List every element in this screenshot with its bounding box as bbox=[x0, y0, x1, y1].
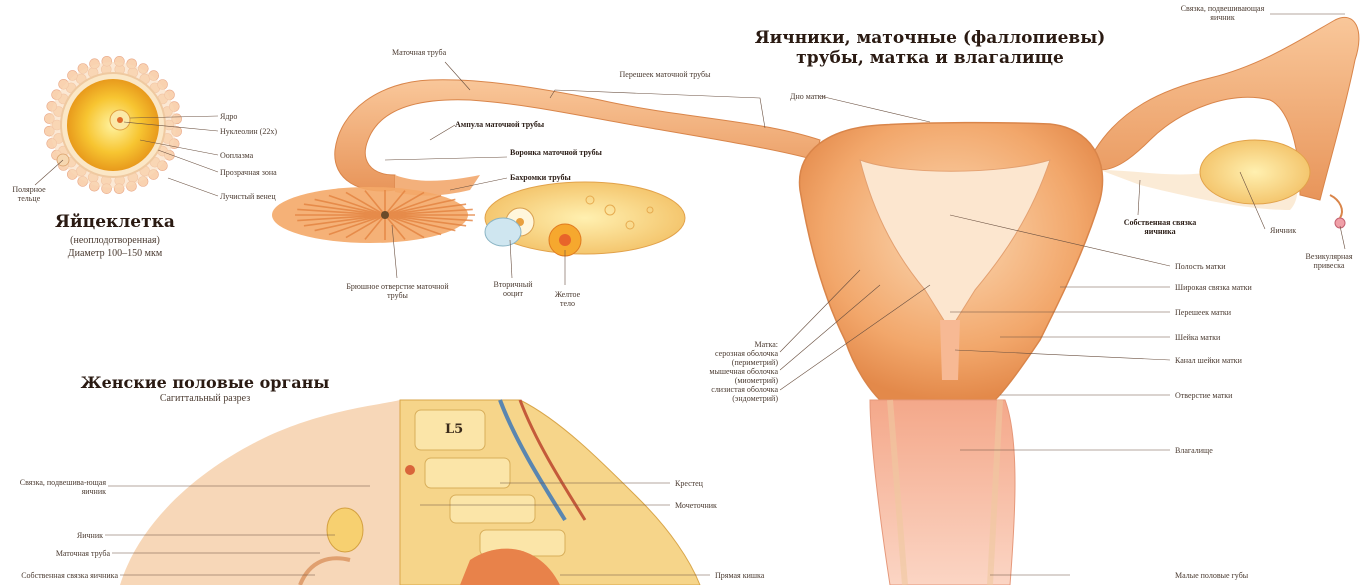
label-uterus-heading: Матка: bbox=[660, 340, 778, 349]
egg-subtitle: (неоплодотворенная) bbox=[30, 235, 200, 246]
label-secondary-oocyte: Вторичный ооцит bbox=[488, 280, 538, 298]
label-nucleus: Ядро bbox=[220, 112, 237, 121]
fimbriae bbox=[272, 187, 475, 243]
label-canal: Канал шейки матки bbox=[1175, 356, 1242, 365]
egg-diameter: Диаметр 100–150 мкм bbox=[30, 248, 200, 259]
label-sacrum: Крестец bbox=[675, 479, 703, 488]
label-vagina: Влагалище bbox=[1175, 446, 1213, 455]
label-ampulla: Ампула маточной трубы bbox=[455, 120, 570, 129]
label-serous-note: (периметрий) bbox=[660, 358, 778, 367]
egg-title: Яйцеклетка bbox=[30, 212, 200, 232]
label-sag-suspensory: Связка, подвешива-ющая яичник bbox=[8, 478, 106, 496]
label-labia: Малые половые губы bbox=[1175, 571, 1248, 580]
uterus-layers: Матка: серозная оболочка (периметрий) мы… bbox=[660, 340, 778, 403]
label-fundus: Дно матки bbox=[790, 92, 826, 101]
label-fimbriae: Бахромки трубы bbox=[510, 173, 571, 182]
label-mucous-note: (эндометрий) bbox=[660, 394, 778, 403]
label-opening: Отверстие матки bbox=[1175, 391, 1232, 400]
left-ovary bbox=[485, 182, 685, 256]
sagittal-subtitle: Сагиттальный разрез bbox=[40, 393, 370, 404]
main-title-line1: Яичники, маточные (фаллопиевы) bbox=[700, 28, 1160, 48]
main-title: Яичники, маточные (фаллопиевы) трубы, ма… bbox=[700, 28, 1160, 68]
label-nucleolus: Нуклеолин (22х) bbox=[220, 127, 277, 136]
label-cavity: Полость матки bbox=[1175, 262, 1226, 271]
label-sag-own-ligament: Собственная связка яичника bbox=[8, 571, 118, 580]
label-ooplasm: Ооплазма bbox=[220, 151, 253, 160]
uterus bbox=[800, 123, 1103, 585]
label-muscular: мышечная оболочка bbox=[660, 367, 778, 376]
main-title-line2: трубы, матка и влагалище bbox=[700, 48, 1160, 68]
left-tube bbox=[335, 80, 820, 196]
label-tube: Маточная труба bbox=[392, 48, 447, 57]
label-zona: Прозрачная зона bbox=[220, 168, 277, 177]
label-own-ligament: Собственная связка яичника bbox=[1110, 218, 1210, 236]
label-ureter: Мочеточник bbox=[675, 501, 717, 510]
label-isthmus-uterus: Перешеек матки bbox=[1175, 308, 1231, 317]
label-rectum: Прямая кишка bbox=[715, 571, 764, 580]
label-corpus-luteum: Желтое тело bbox=[550, 290, 585, 308]
label-infundibulum: Воронка маточной трубы bbox=[510, 148, 620, 157]
label-sag-tube: Маточная труба bbox=[8, 549, 110, 558]
vertebra-label: L5 bbox=[445, 422, 463, 437]
label-isthmus: Перешеек маточной трубы bbox=[615, 70, 715, 79]
label-ovary: Яичник bbox=[1270, 226, 1296, 235]
label-broad: Широкая связка матки bbox=[1175, 283, 1252, 292]
label-suspensory: Связка, подвешивающая яичник bbox=[1175, 4, 1270, 22]
label-corona: Лучистый венец bbox=[220, 192, 276, 201]
egg-cell bbox=[44, 56, 181, 193]
label-polar: Полярное тельце bbox=[8, 185, 50, 203]
sagittal-section bbox=[120, 400, 700, 585]
label-sag-ovary: Яичник bbox=[8, 531, 103, 540]
label-muscular-note: (миометрий) bbox=[660, 376, 778, 385]
sagittal-title: Женские половые органы bbox=[40, 373, 370, 392]
label-serous: серозная оболочка bbox=[660, 349, 778, 358]
label-abdominal-opening: Брюшное отверстие маточной трубы bbox=[340, 282, 455, 300]
label-cervix: Шейка матки bbox=[1175, 333, 1220, 342]
label-vesicular: Везикулярная привеска bbox=[1290, 252, 1368, 270]
label-mucous: слизистая оболочка bbox=[660, 385, 778, 394]
